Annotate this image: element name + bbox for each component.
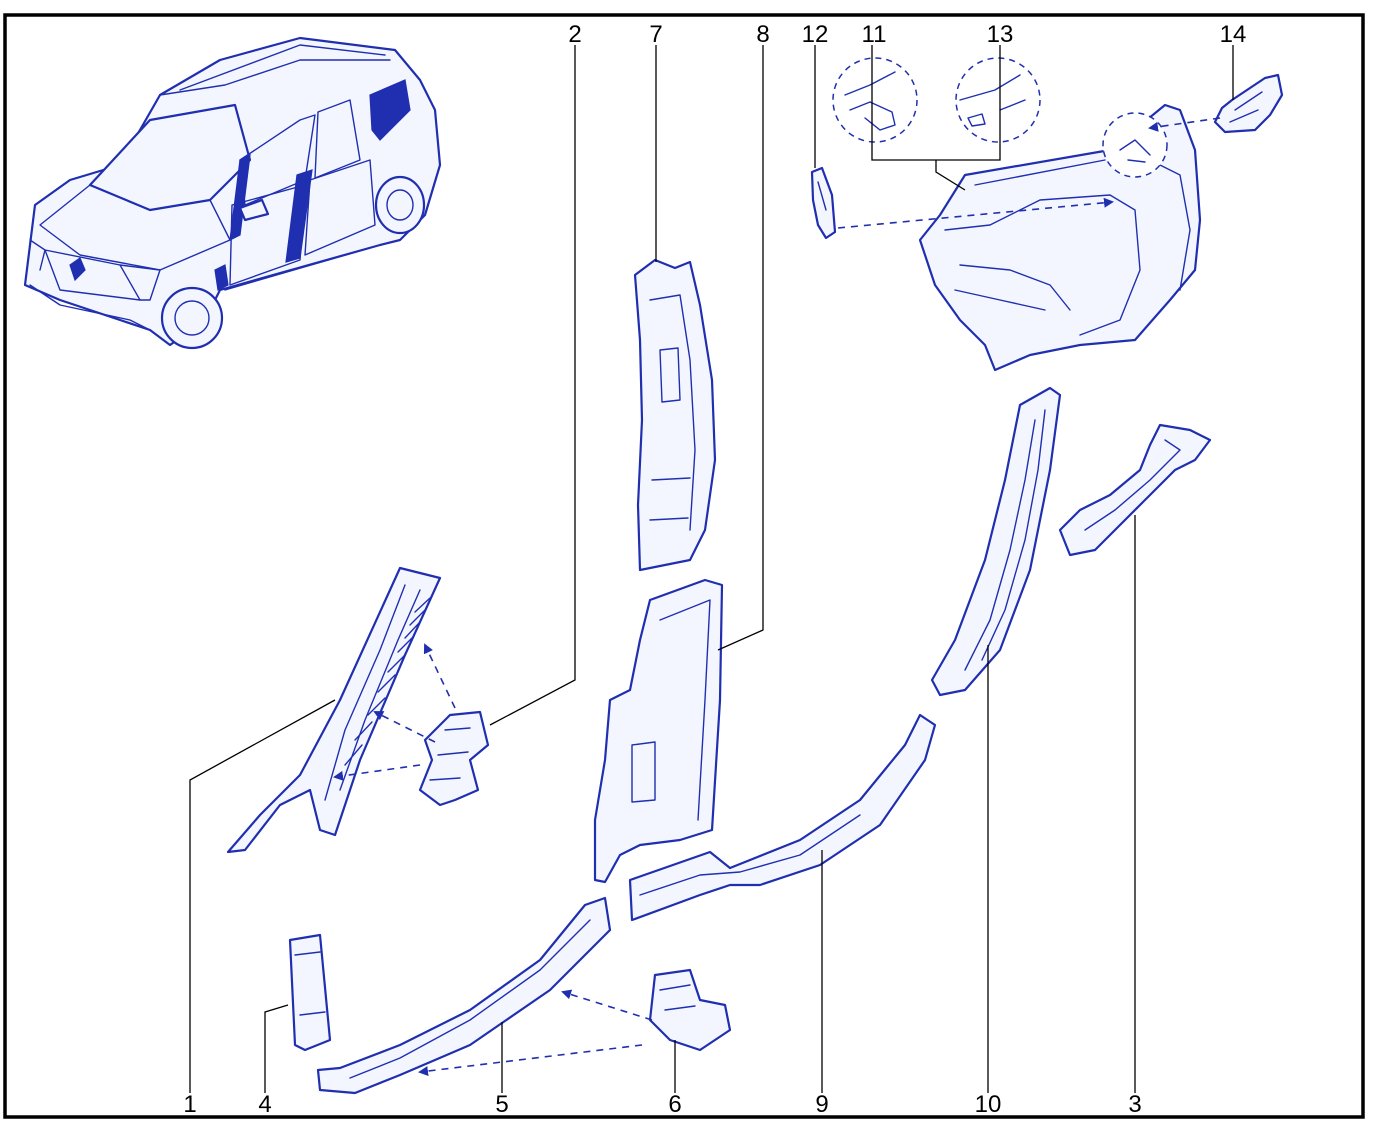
part-3-handle-trim: [1058, 423, 1212, 557]
callout-5: 5: [495, 1091, 508, 1118]
callout-4: 4: [258, 1091, 271, 1118]
callout-14: 14: [1220, 21, 1247, 48]
part-10-c-pillar-strip: [930, 386, 1062, 697]
callout-labels: 1 4 5 6 9 10 3 2 7 8 12 11 13 14: [183, 21, 1246, 1118]
callout-11: 11: [862, 21, 887, 48]
part-12-small-clip: [810, 166, 837, 240]
part-8-b-pillar-lower: [593, 578, 724, 884]
detail-circle-11: [832, 57, 918, 143]
callout-2: 2: [568, 21, 581, 48]
callout-7: 7: [649, 21, 662, 48]
detail-circle-13: [955, 57, 1041, 143]
part-14-hook: [1213, 73, 1284, 134]
callout-6: 6: [668, 1091, 681, 1118]
callout-10: 10: [975, 1091, 1002, 1118]
part-9-rear-sill-trim: [628, 713, 937, 922]
callout-3: 3: [1128, 1091, 1141, 1118]
part-2-clip-bracket: [418, 710, 490, 807]
part-6-belt-guide: [648, 968, 732, 1052]
callout-13: 13: [987, 21, 1014, 48]
part-1-a-pillar-trim: [226, 566, 442, 854]
callout-12: 12: [802, 21, 829, 48]
callout-8: 8: [756, 21, 769, 48]
car-overview: [23, 36, 442, 350]
diagram-frame: [3, 13, 1365, 1119]
part-7-b-pillar-upper: [633, 258, 717, 572]
leader-lines: [189, 45, 1234, 1093]
callout-9: 9: [815, 1091, 828, 1118]
part-4-small-panel: [288, 933, 332, 1052]
assembly-arrows: [333, 117, 1221, 1076]
detail-circle-14-area: [1102, 112, 1168, 178]
part-5-front-sill-trim: [316, 896, 612, 1095]
callout-1: 1: [183, 1091, 196, 1118]
